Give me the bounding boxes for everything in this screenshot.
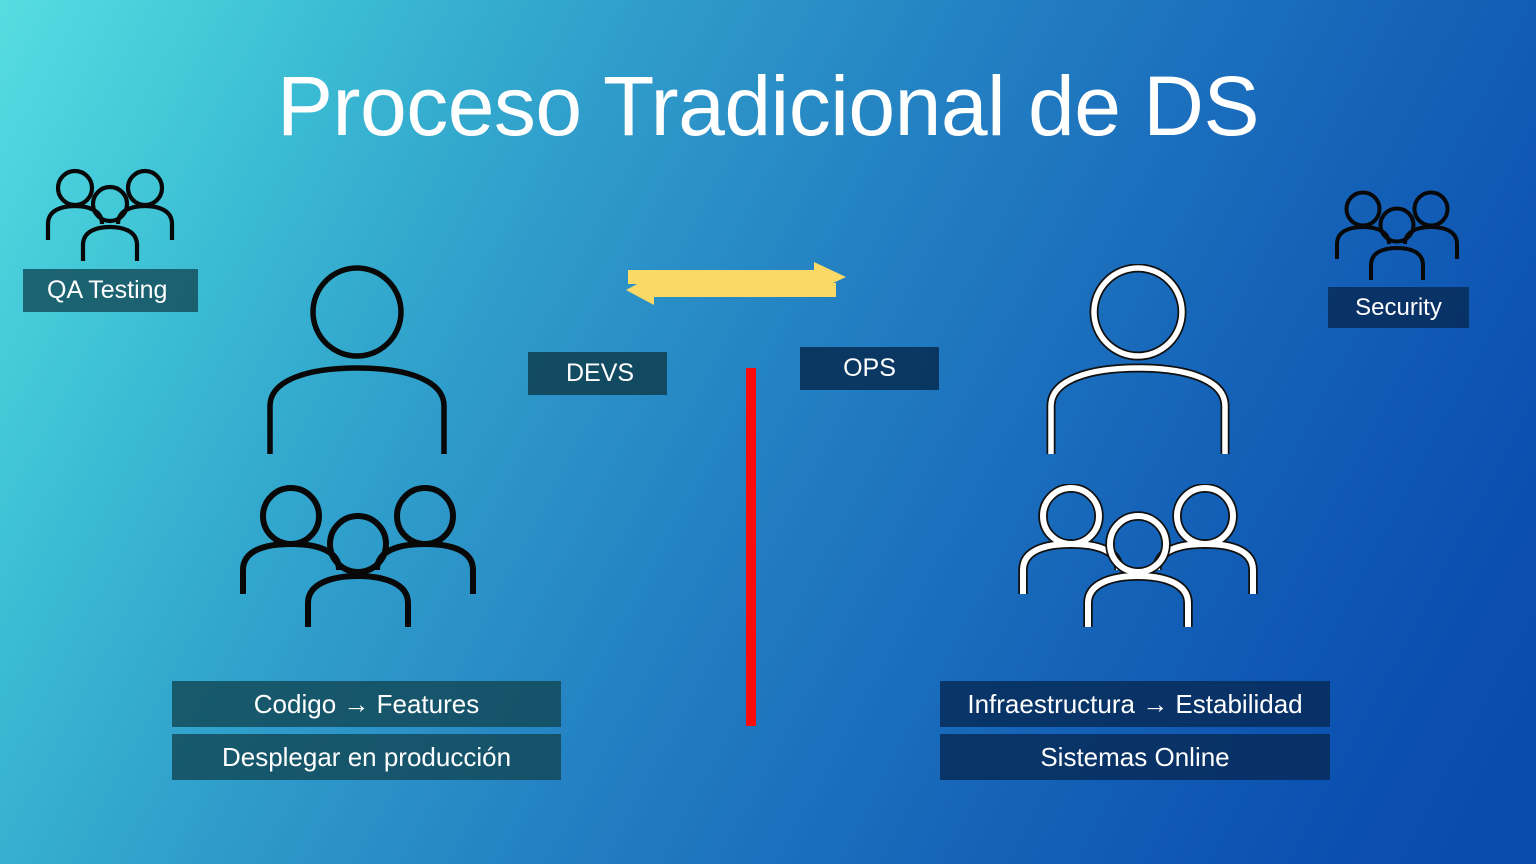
dev-responsibility-1: Codigo → Features	[172, 681, 561, 727]
ops-label: OPS	[800, 347, 939, 390]
devs-label: DEVS	[528, 352, 667, 395]
ops-responsibility-2-text: Sistemas Online	[1040, 741, 1230, 772]
dev-responsibility-2-text: Desplegar en producción	[221, 741, 512, 772]
red-divider-bar	[746, 368, 756, 726]
dev-responsibility-2: Desplegar en producción	[172, 734, 561, 780]
devs-label-text: DEVS	[566, 359, 635, 387]
page-title: Proceso Tradicional de DS	[276, 59, 1260, 153]
qa-group-icon	[45, 168, 175, 268]
dev-group-icon	[238, 484, 478, 632]
ops-responsibility-1-text: Infraestructura → Estabilidad	[967, 688, 1303, 719]
dev-responsibility-1-text: Codigo → Features	[253, 688, 480, 719]
bidirectional-arrows	[624, 258, 850, 312]
security-label: Security	[1328, 287, 1469, 328]
ops-person-icon	[1043, 264, 1233, 459]
ops-label-text: OPS	[843, 354, 896, 382]
ops-responsibility-2: Sistemas Online	[940, 734, 1330, 780]
qa-testing-label: QA Testing	[23, 269, 198, 312]
ops-responsibility-1: Infraestructura → Estabilidad	[940, 681, 1330, 727]
qa-testing-label-text: QA Testing	[47, 276, 168, 304]
security-label-text: Security	[1355, 293, 1442, 321]
dev-person-icon	[262, 264, 452, 459]
arrow-left-icon	[626, 275, 836, 305]
security-group-icon	[1334, 190, 1460, 286]
ops-group-icon	[1018, 484, 1258, 632]
arrow-right-icon	[628, 262, 846, 292]
